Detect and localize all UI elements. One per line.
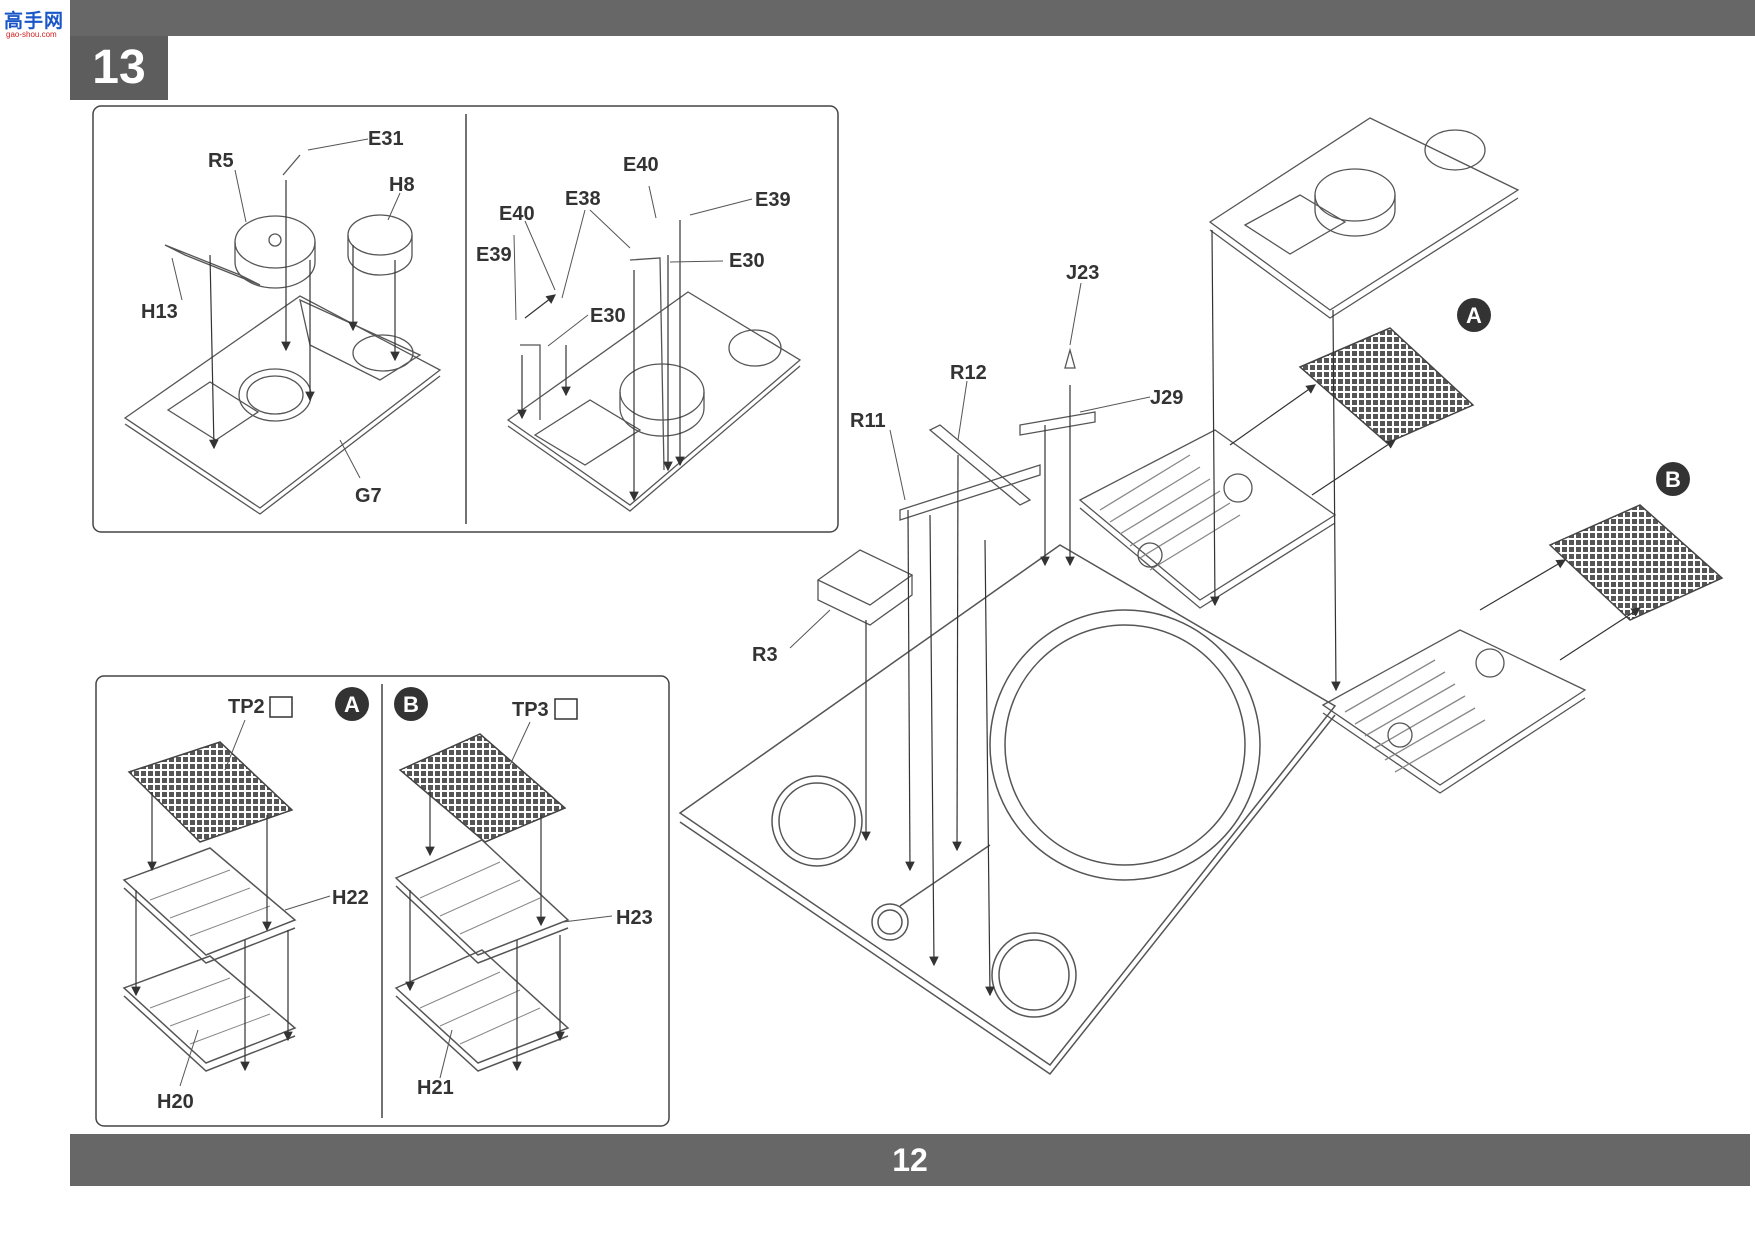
label-E30-a: E30 bbox=[729, 250, 765, 272]
label-R5: R5 bbox=[208, 150, 234, 172]
label-H22: H22 bbox=[332, 887, 369, 909]
hull-plate-middle bbox=[506, 257, 802, 512]
label-H20: H20 bbox=[157, 1091, 194, 1113]
label-E39-b: E39 bbox=[476, 244, 512, 266]
label-E30-b: E30 bbox=[590, 305, 626, 327]
screen-grid-b bbox=[398, 733, 567, 843]
label-H13: H13 bbox=[141, 301, 178, 323]
inset-bottom: A TP2 H22 H20 B TP3 bbox=[95, 675, 670, 1127]
callout-b-badge: B bbox=[1665, 467, 1681, 492]
top-bar bbox=[70, 0, 1755, 36]
screen-b-main bbox=[1548, 504, 1724, 621]
site-logo: 高手网 gao-shou.com bbox=[4, 6, 66, 40]
step-number: 13 bbox=[70, 36, 168, 100]
label-H8: H8 bbox=[389, 174, 415, 196]
label-J29: J29 bbox=[1150, 387, 1183, 409]
callout-a-badge: A bbox=[1466, 303, 1482, 328]
tape-icon bbox=[554, 698, 578, 720]
top-plate bbox=[1208, 117, 1520, 319]
label-E40-a: E40 bbox=[623, 154, 659, 176]
logo-text: 高手网 bbox=[4, 11, 65, 32]
label-R11: R11 bbox=[850, 410, 886, 432]
bottom-bar: 12 bbox=[70, 1134, 1750, 1186]
inset-top: R5 E31 H8 H13 G7 bbox=[92, 105, 839, 533]
subassembly-b-badge: B bbox=[403, 692, 419, 717]
engine-deck-upper bbox=[1078, 429, 1337, 609]
label-R3: R3 bbox=[752, 644, 778, 666]
label-G7: G7 bbox=[355, 485, 382, 507]
label-H23: H23 bbox=[616, 907, 653, 929]
logo-sub: gao-shou.com bbox=[6, 30, 57, 39]
label-E38: E38 bbox=[565, 188, 601, 210]
small-parts bbox=[816, 347, 1096, 626]
page-number: 12 bbox=[892, 1142, 928, 1178]
tape-icon bbox=[269, 696, 293, 718]
main-hull-deck bbox=[678, 544, 1337, 1076]
tape-label-tp2: TP2 bbox=[228, 696, 265, 718]
subassembly-a-badge: A bbox=[344, 692, 360, 717]
label-E40-b: E40 bbox=[499, 203, 535, 225]
tape-label-tp3: TP3 bbox=[512, 699, 549, 721]
screen-a-main bbox=[1298, 327, 1475, 444]
label-H21: H21 bbox=[417, 1077, 454, 1099]
label-E31: E31 bbox=[368, 128, 404, 150]
screen-grid-a bbox=[127, 741, 294, 843]
engine-deck-lower bbox=[1321, 629, 1587, 794]
label-E39-a: E39 bbox=[755, 189, 791, 211]
label-J23: J23 bbox=[1066, 262, 1099, 284]
label-R12: R12 bbox=[950, 362, 987, 384]
